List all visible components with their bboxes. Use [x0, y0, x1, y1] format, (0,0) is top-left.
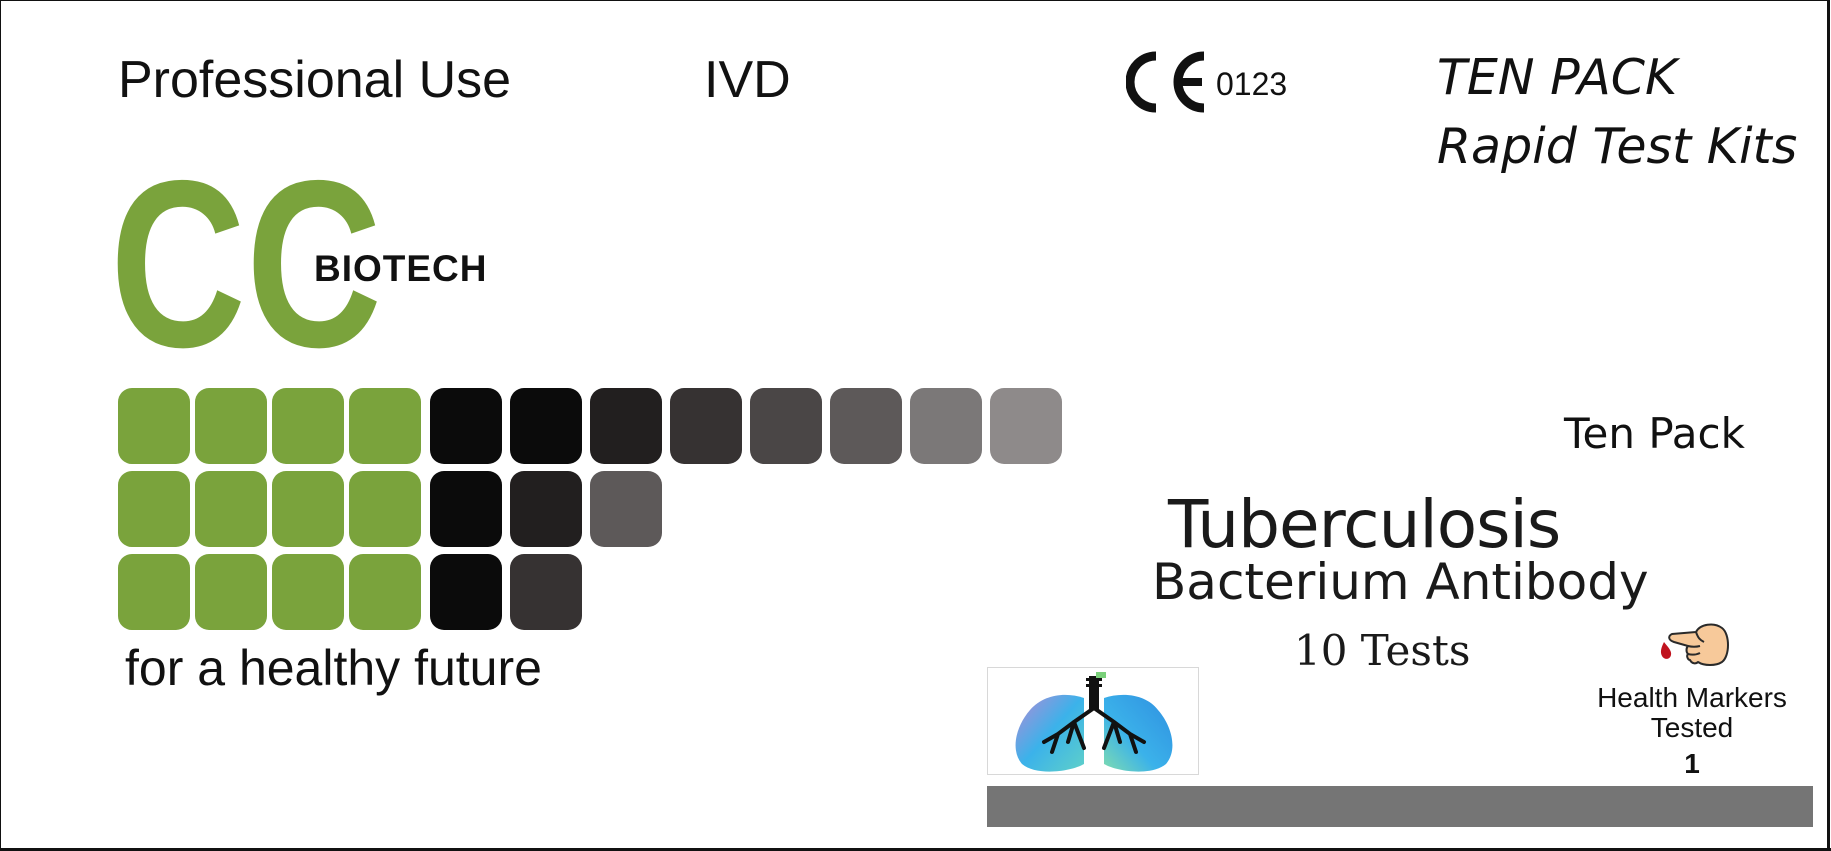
health-markers-label-line-2: Tested: [1650, 712, 1734, 744]
health-markers-label-line-1: Health Markers: [1597, 682, 1787, 713]
logo-tile: [272, 388, 344, 464]
logo-tile: [670, 388, 742, 464]
logo-tile: [118, 471, 190, 547]
logo-tile: [510, 554, 582, 630]
logo-tile: [195, 554, 267, 630]
rapid-test-kits-heading: Rapid Test Kits: [1437, 118, 1798, 175]
logo-tile: [349, 471, 421, 547]
logo-tile: [750, 388, 822, 464]
finger-prick-blood-icon: [1656, 620, 1730, 670]
logo-tile: [118, 388, 190, 464]
product-name: Tuberculosis: [1168, 486, 1561, 563]
logo-tile: [272, 471, 344, 547]
logo-tile: [349, 554, 421, 630]
pack-size-label: Ten Pack: [1564, 409, 1745, 458]
health-markers-count: 1: [1684, 748, 1700, 779]
logo-tile: [830, 388, 902, 464]
cc-biotech-logo: CC: [110, 132, 490, 397]
health-markers-label: Health Markers Tested: [1562, 682, 1822, 744]
logo-tile: [195, 388, 267, 464]
logo-tile: [430, 471, 502, 547]
svg-text:CC: CC: [110, 155, 382, 355]
logo-tile: [349, 388, 421, 464]
ce-notified-body-number: 0123: [1216, 66, 1288, 102]
ce-mark-icon: [1125, 50, 1212, 114]
logo-tile: [195, 471, 267, 547]
package-border-bottom: [0, 848, 1831, 851]
logo-tile: [590, 388, 662, 464]
package-border-right: [1827, 0, 1830, 851]
logo-tile: [590, 471, 662, 547]
product-subtitle: Bacterium Antibody: [1152, 553, 1649, 611]
logo-tile: [430, 388, 502, 464]
logo-biotech-text: BIOTECH: [314, 248, 488, 289]
bottom-grey-band: [987, 786, 1813, 827]
logo-tile: [510, 471, 582, 547]
logo-tile: [430, 554, 502, 630]
brand-tagline: for a healthy future: [125, 640, 542, 696]
lungs-icon: [987, 667, 1199, 775]
logo-tile: [910, 388, 982, 464]
logo-tile: [272, 554, 344, 630]
logo-tile: [118, 554, 190, 630]
professional-use-label: Professional Use: [118, 51, 512, 109]
ten-pack-heading: TEN PACK: [1437, 49, 1678, 106]
test-count: 10 Tests: [1294, 626, 1471, 675]
logo-tile: [510, 388, 582, 464]
logo-tile: [990, 388, 1062, 464]
ivd-label: IVD: [704, 51, 791, 109]
